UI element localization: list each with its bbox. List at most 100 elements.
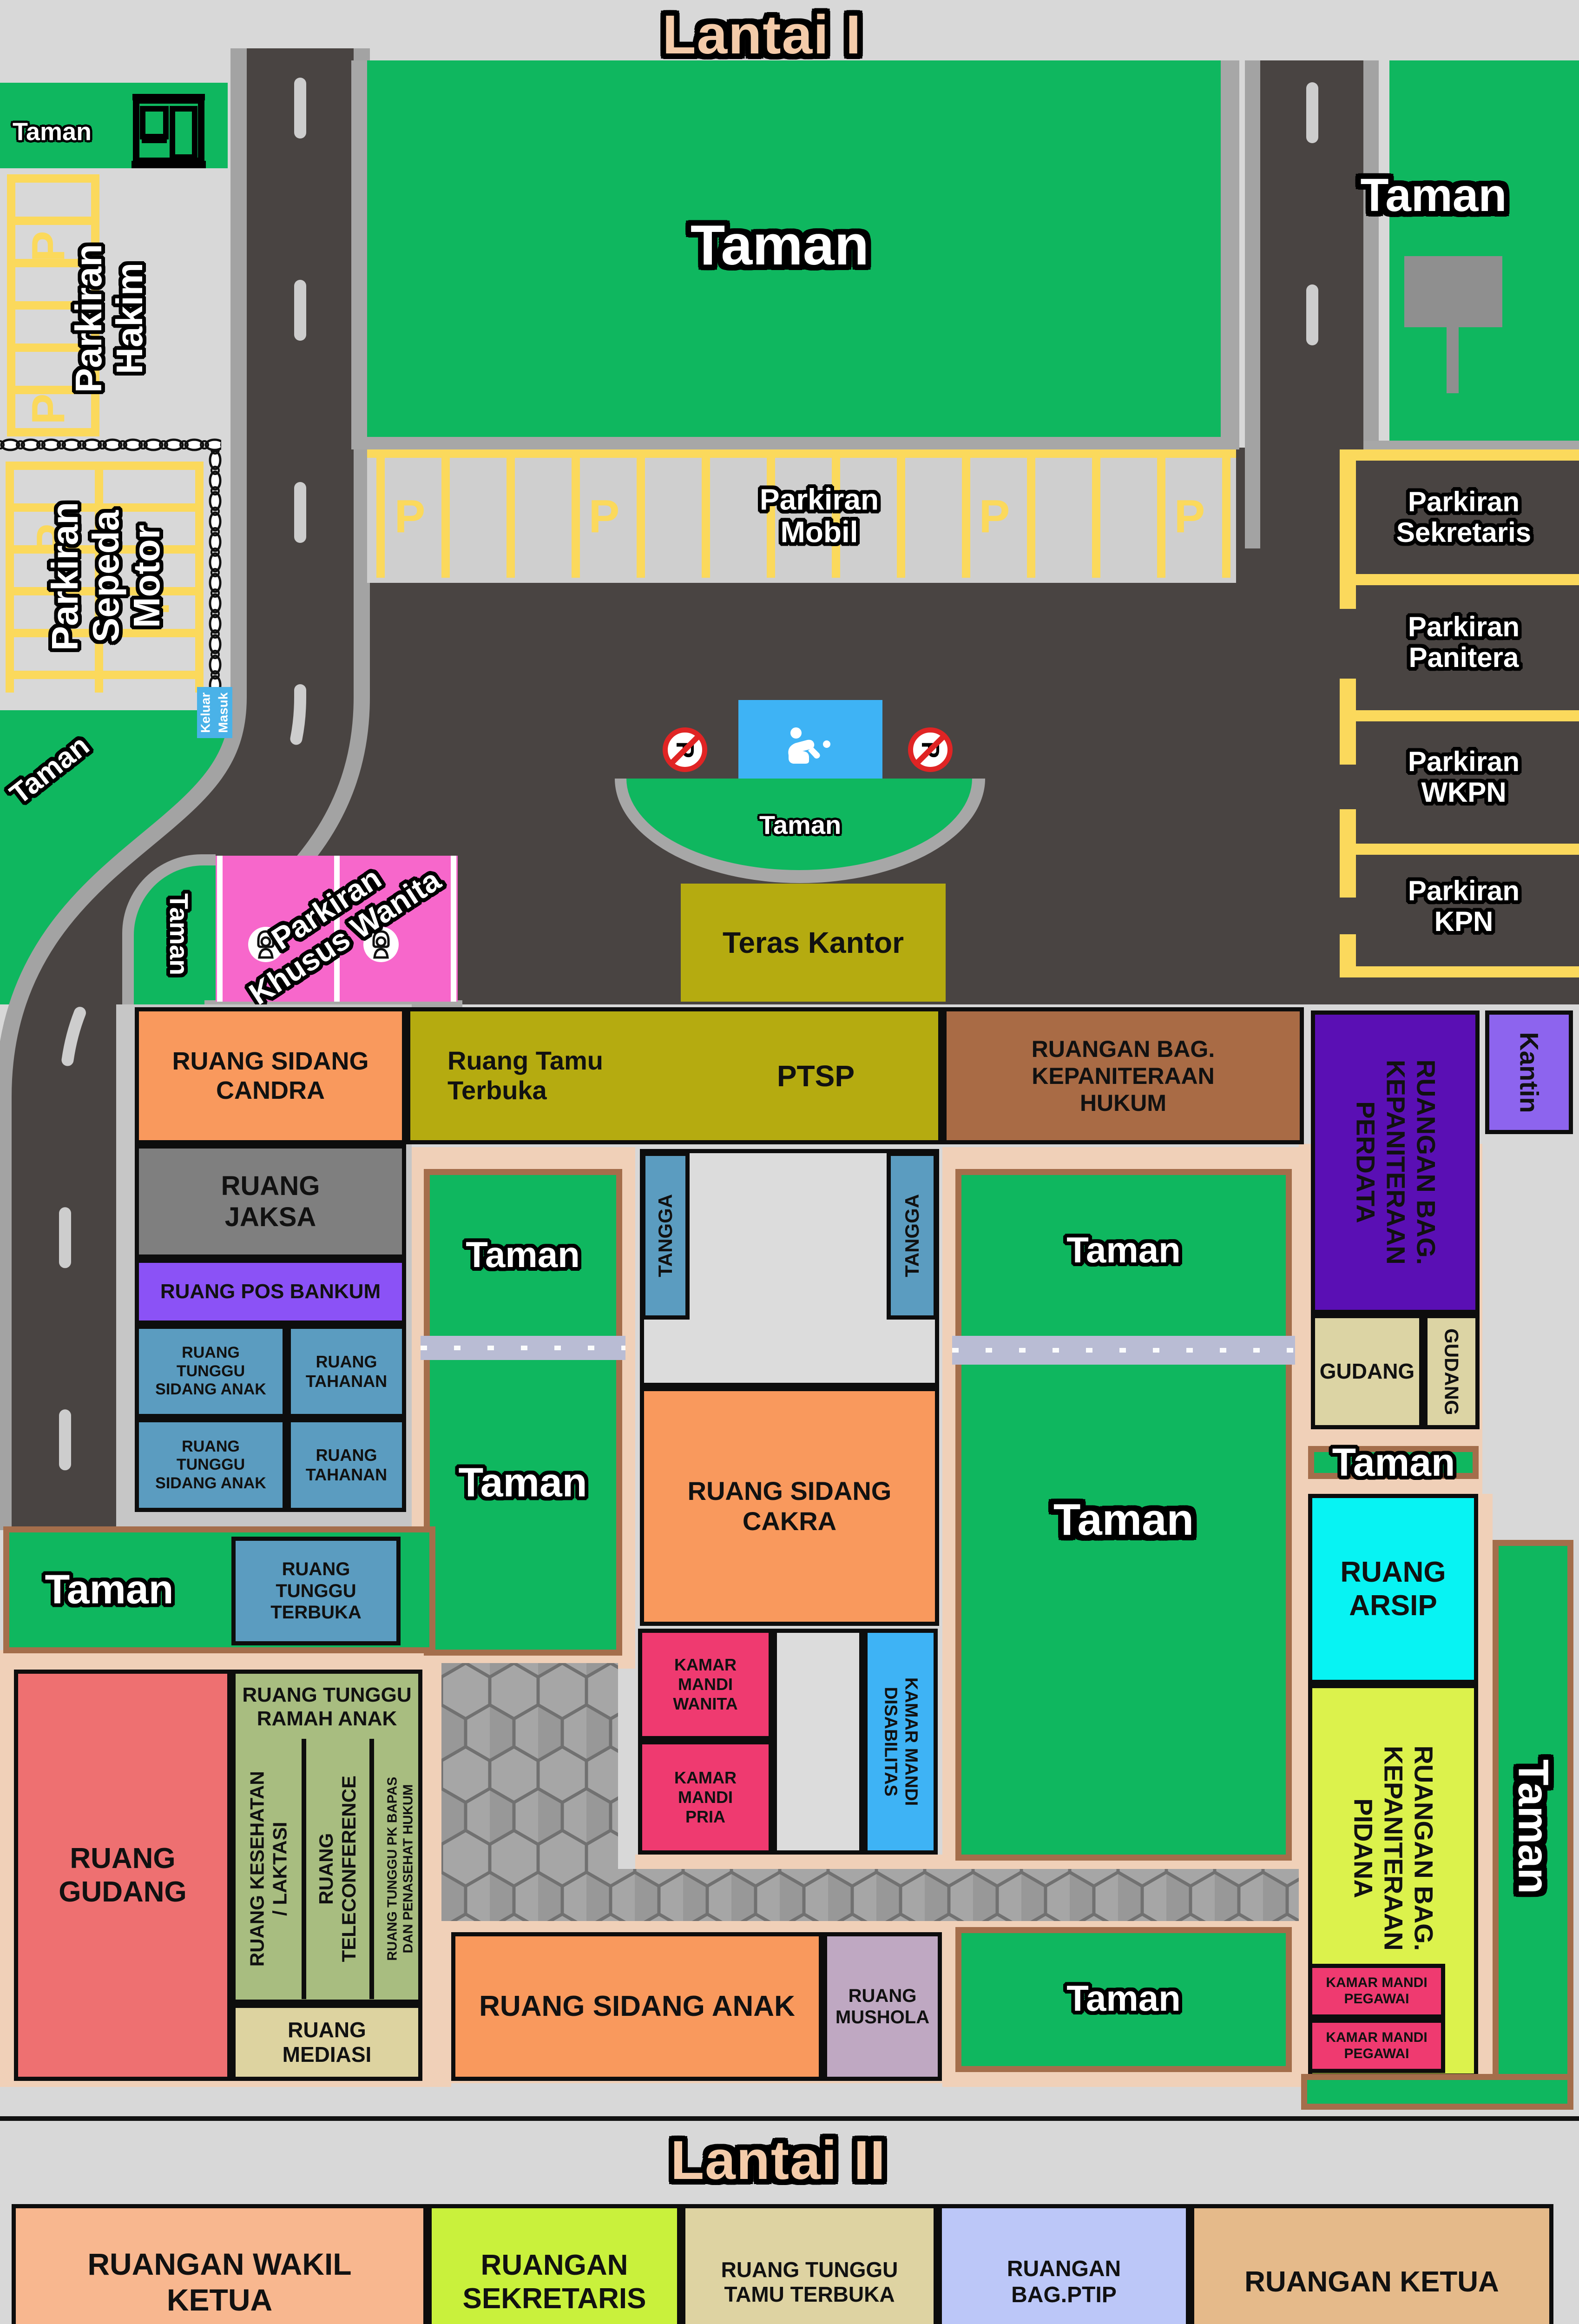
mobil-top-line: [367, 449, 1236, 458]
mobil-stall-line-6: [702, 458, 710, 578]
signboard: [1404, 256, 1502, 327]
room-label: RUANG ARSIP: [1340, 1556, 1446, 1622]
motor-line-left: [6, 462, 14, 693]
ramah-anak-divider-1: [302, 1739, 306, 1999]
room-label: RUANG TUNGGU TAMU TERBUKA: [721, 2257, 898, 2306]
right-garden-label: Taman: [1360, 169, 1507, 221]
gate-exit-label: Keluar: [198, 692, 213, 733]
courtyard-mid-lower-label: Taman: [1066, 1978, 1181, 2019]
mobil-stall-line-1: [376, 458, 385, 578]
stairs-label: TANGGA: [654, 1194, 676, 1277]
room-tunggu-ramah-anak: RUANG TUNGGU RAMAH ANAK RUANG KESEHATAN …: [231, 1670, 422, 2004]
parkiran-wkpn-label: Parkiran WKPN: [1408, 746, 1520, 808]
room-sidang-candra: RUANG SIDANG CANDRA: [135, 1007, 406, 1144]
room-label: RUANG SIDANG CAKRA: [687, 1476, 892, 1536]
room-tunggu-sidang-anak-1: RUANG TUNGGU SIDANG ANAK: [135, 1325, 287, 1418]
gate-exit-half: Keluar: [197, 687, 215, 738]
female-icon-1: [248, 927, 283, 962]
room-kantin: Kantin: [1485, 1010, 1573, 1134]
mobil-stall-line-12: [1092, 458, 1100, 578]
bowing-person-icon: [788, 727, 830, 764]
walkway-left: [421, 1336, 625, 1360]
room-jaksa: RUANG JAKSA: [135, 1144, 406, 1259]
mobil-stall-line-3: [507, 458, 515, 578]
mobil-stall-line-9: [897, 458, 905, 578]
rp-left-seg-4: [1340, 934, 1356, 977]
courtyard-mid-big-label: Taman: [1053, 1495, 1194, 1545]
room-km-pegawai-1: KAMAR MANDI PEGAWAI: [1308, 1964, 1445, 2019]
hakim-stall-3: [7, 259, 99, 267]
mobil-stall-line-7: [767, 458, 775, 578]
mobil-p-mark-1: P: [394, 490, 426, 543]
courtyard-left-lower-label: Taman: [458, 1459, 587, 1505]
room-bag-ptip: RUANGAN BAG.PTIP: [938, 2204, 1190, 2324]
signboard-post: [1447, 327, 1459, 393]
rp-band-5: [1356, 966, 1579, 977]
km-gap: [773, 1629, 863, 1855]
walkway-mid: [952, 1336, 1295, 1365]
hakim-stall-4: [7, 301, 99, 310]
room-tunggu-sidang-anak-2: RUANG TUNGGU SIDANG ANAK: [135, 1418, 287, 1512]
room-label: RUANGAN WAKIL KETUA: [87, 2247, 352, 2317]
parkiran-hakim-label: Parkiran Hakim: [68, 244, 150, 393]
room-tunggu-terbuka: RUANG TUNGGU TERBUKA: [231, 1537, 401, 1645]
room-label: RUANG MUSHOLA: [835, 1985, 930, 2027]
main-garden-label: Taman: [690, 213, 869, 277]
hakim-stall-1: [7, 174, 99, 183]
courtyard-left-upper-label: Taman: [466, 1234, 580, 1275]
room-ketua: RUANGAN KETUA: [1190, 2204, 1553, 2324]
room-arsip: RUANG ARSIP: [1308, 1494, 1478, 1684]
room-ruang-gudang: RUANG GUDANG: [14, 1670, 231, 2081]
main-garden-sidewalk-bottom: [351, 437, 1239, 449]
mobil-p-mark-3: P: [979, 490, 1010, 543]
motor-stall-2: [6, 503, 204, 512]
gate-sign: Keluar Masuk: [197, 687, 232, 738]
room-tunggu-pk-bapas: RUANG TUNGGU PK BAPAS DAN PENASEHAT HUKU…: [374, 1739, 427, 1999]
parkiran-panitera-label: Parkiran Panitera: [1408, 611, 1520, 673]
rightcol-sidewalk-2: [1478, 1494, 1493, 2081]
hex-paving: [441, 1663, 1299, 1921]
motor-stall-6: [6, 671, 204, 679]
parkiran-sekretaris-label: Parkiran Sekretaris: [1396, 486, 1532, 548]
motor-stall-4: [6, 587, 204, 595]
room-label: RUANG SIDANG ANAK: [479, 1990, 795, 2023]
teras-kantor-label: Teras Kantor: [722, 925, 904, 959]
main-garden-sidewalk-right: [1221, 60, 1239, 449]
room-km-pria: KAMAR MANDI PRIA: [638, 1740, 773, 1855]
right-garden: [1389, 60, 1579, 441]
mobil-stall-line-13: [1157, 458, 1165, 578]
room-label: RUANG KESEHATAN / LAKTASI: [246, 1771, 290, 1967]
room-kepaniteraan-hukum: RUANGAN BAG. KEPANITERAAN HUKUM: [942, 1007, 1304, 1144]
room-tahanan-2: RUANG TAHANAN: [287, 1418, 406, 1512]
room-label: RUANG SIDANG CANDRA: [172, 1047, 369, 1104]
room-label: RUANGAN BAG. KEPANITERAAN HUKUM: [1031, 1036, 1215, 1116]
courtyard-mid-garden-lower: [955, 1927, 1292, 2072]
mobil-stall-line-5: [637, 458, 645, 578]
motor-stall-5: [6, 629, 204, 637]
mobil-stall-line-11: [1027, 458, 1035, 578]
rp-left-seg-1: [1340, 449, 1356, 609]
courtyard-mid-upper-label: Taman: [1066, 1229, 1181, 1271]
rp-left-seg-2: [1340, 679, 1356, 765]
room-label: RUANG TUNGGU PK BAPAS DAN PENASEHAT HUKU…: [384, 1777, 415, 1961]
floor1-title: Lantai I: [662, 4, 862, 66]
ramah-anak-divider-2: [369, 1739, 374, 1999]
mobil-stall-line-8: [832, 458, 840, 578]
room-label: RUANG JAKSA: [221, 1170, 320, 1232]
right-road-dashes: [1306, 82, 1318, 475]
floor2-title: Lantai II: [671, 2130, 886, 2191]
motor-stall-3: [6, 545, 204, 554]
room-mushola: RUANG MUSHOLA: [823, 1932, 942, 2081]
room-label: RUANG MEDIASI: [282, 2017, 372, 2067]
mobil-p-mark-4: P: [1174, 490, 1205, 543]
wanita-line-3: [451, 856, 456, 1002]
room-label: GUDANG: [1319, 1359, 1415, 1384]
room-label: RUANGAN BAG. KEPANITERAAN PERDATA: [1351, 1059, 1441, 1265]
no-parking-sign-right: P: [908, 727, 953, 772]
room-label: KAMAR MANDI WANITA: [673, 1655, 738, 1713]
room-gudang-1: GUDANG: [1311, 1314, 1423, 1429]
chain-vertical: [208, 450, 222, 692]
room-label-tamu-terbuka: Ruang Tamu Terbuka: [447, 1045, 603, 1105]
corner-garden-label: Taman: [164, 893, 194, 976]
right-l-taman-label: Taman: [1509, 1759, 1557, 1894]
